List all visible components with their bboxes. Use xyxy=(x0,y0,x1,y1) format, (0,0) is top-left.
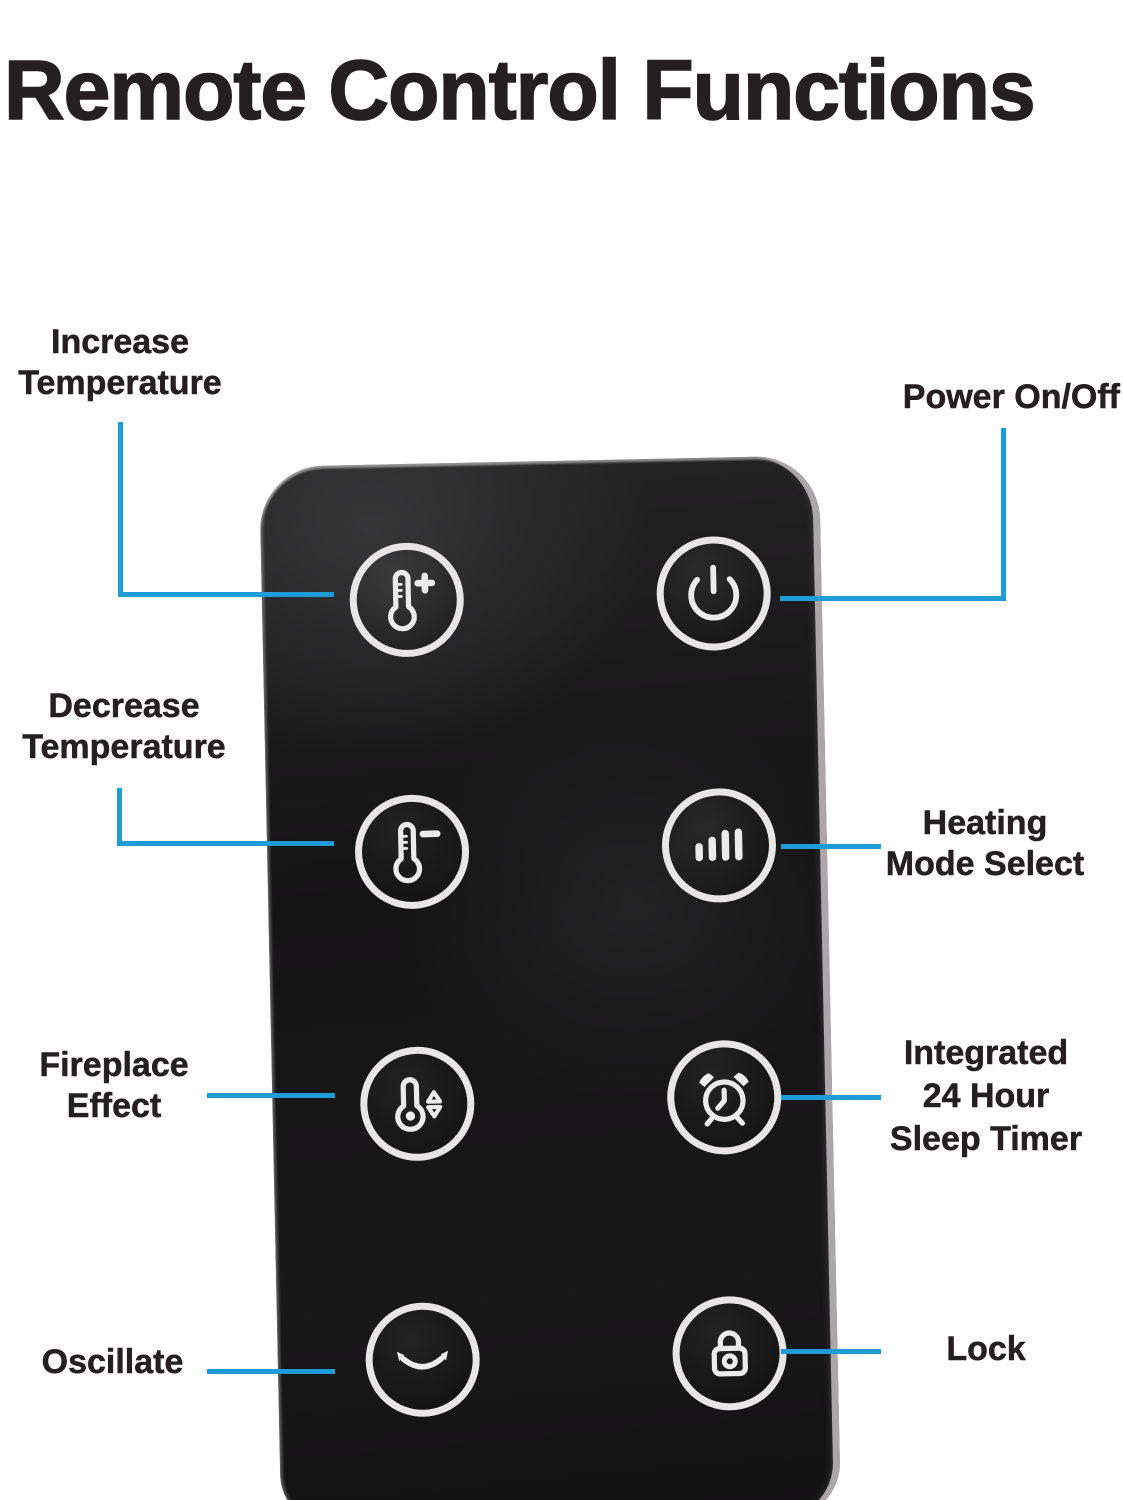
connector-lock xyxy=(781,1349,881,1354)
label-heating-mode: Heating Mode Select xyxy=(885,804,1085,884)
thermometer-plus-icon xyxy=(388,569,436,632)
connector-power-vertical xyxy=(1001,428,1006,601)
label-sleep-timer: Integrated 24 Hour Sleep Timer xyxy=(889,1034,1083,1159)
decrease-temperature-button[interactable] xyxy=(353,793,471,911)
connector-heating-mode xyxy=(781,844,881,849)
label-oscillate: Oscillate xyxy=(41,1343,184,1382)
lock-button[interactable] xyxy=(671,1295,788,1412)
label-power: Power On/Off xyxy=(902,378,1121,417)
page-title: Remote Control Functions xyxy=(3,43,1036,138)
label-increase-temperature: Increase Temperature xyxy=(18,323,222,403)
connector-power-horizontal xyxy=(780,596,1006,601)
connector-decrease-temperature-horizontal xyxy=(117,841,334,846)
label-decrease-temperature: Decrease Temperature xyxy=(22,687,226,767)
sleep-timer-button[interactable] xyxy=(666,1039,783,1156)
power-icon xyxy=(688,564,740,621)
connector-increase-temperature-horizontal xyxy=(118,592,334,597)
connector-oscillate xyxy=(207,1369,335,1374)
remote-control-body xyxy=(258,455,842,1500)
label-lock: Lock xyxy=(946,1330,1026,1369)
connector-increase-temperature-vertical xyxy=(118,422,123,595)
label-fireplace-effect: Fireplace Effect xyxy=(39,1046,189,1126)
heating-bars-icon xyxy=(695,828,743,862)
heating-mode-button[interactable] xyxy=(660,787,778,904)
thermometer-arrows-icon xyxy=(395,1077,443,1132)
padlock-icon xyxy=(711,1330,748,1377)
oscillate-button[interactable] xyxy=(364,1301,481,1418)
power-button[interactable] xyxy=(655,535,772,652)
alarm-clock-icon xyxy=(699,1072,749,1127)
increase-temperature-button[interactable] xyxy=(348,541,465,659)
thermometer-minus-icon xyxy=(393,821,441,884)
oscillate-arrow-icon xyxy=(396,1350,449,1370)
connector-sleep-timer xyxy=(781,1095,881,1100)
connector-decrease-temperature-vertical xyxy=(117,788,122,846)
connector-fireplace-effect xyxy=(207,1093,335,1098)
fireplace-effect-button[interactable] xyxy=(359,1045,476,1162)
